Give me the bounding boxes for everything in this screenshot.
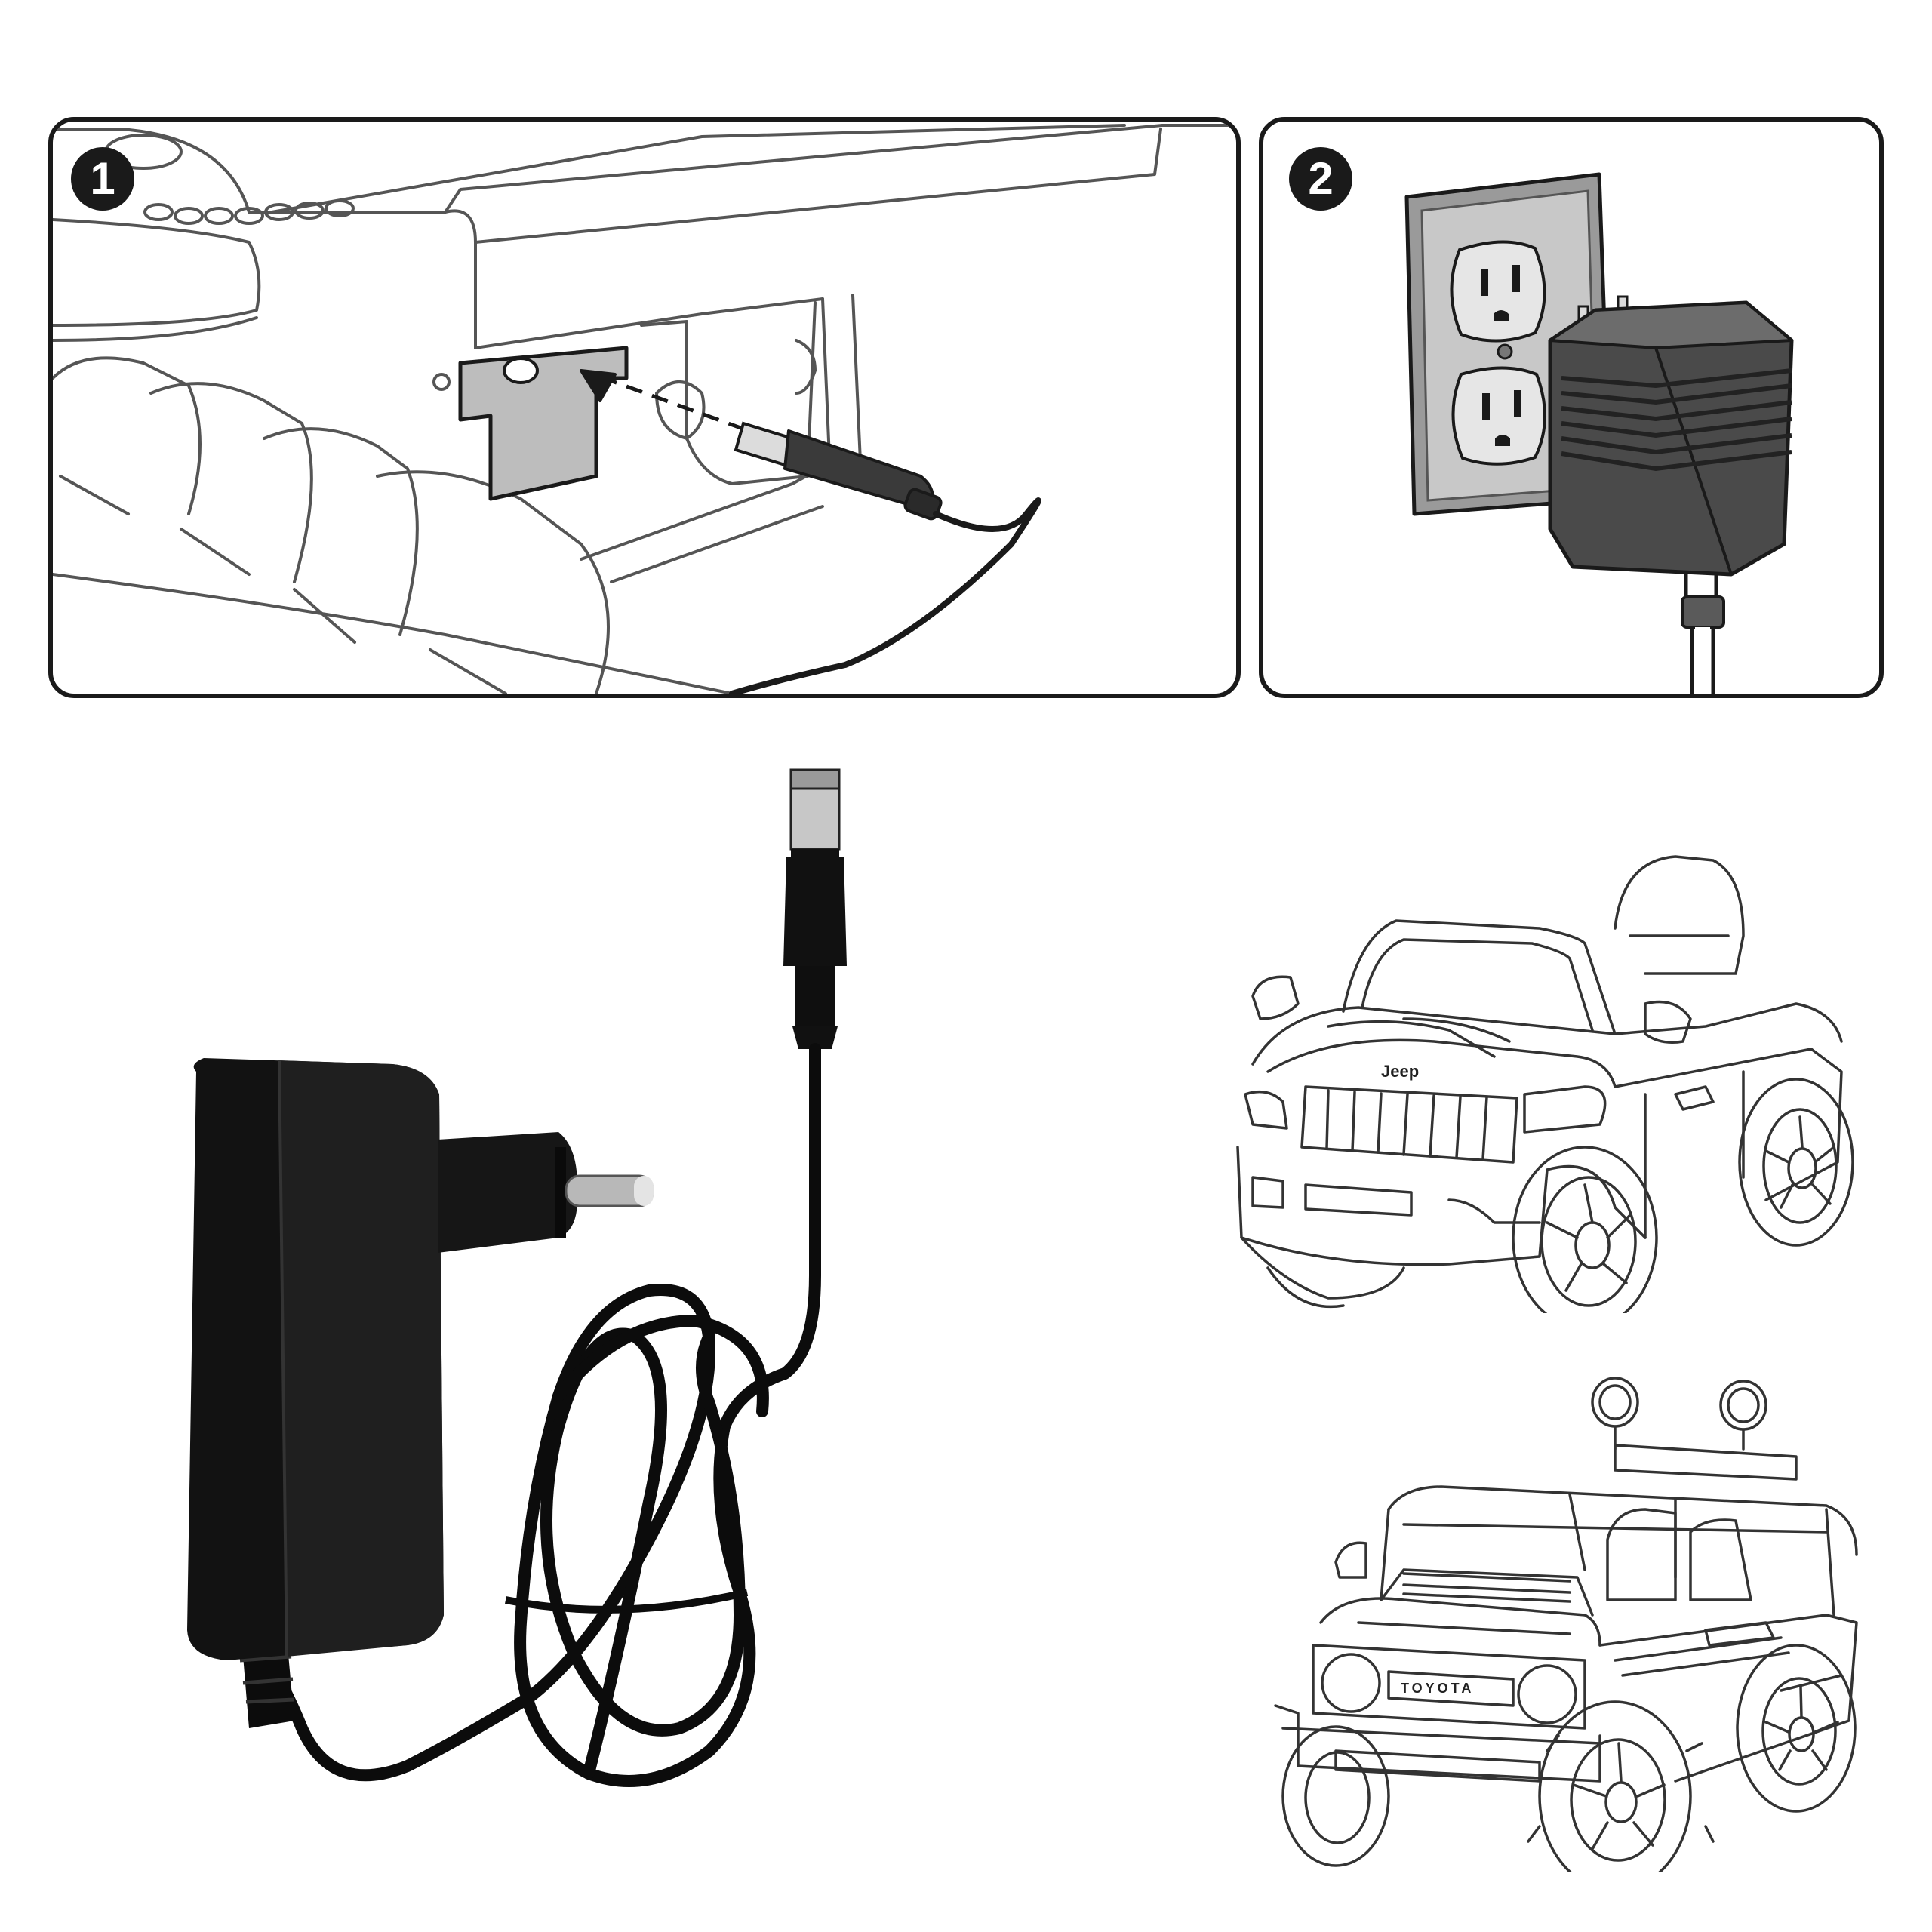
toyota-ride-on-car-icon: TOYOTA	[1274, 1377, 1858, 1872]
toyota-emblem: TOYOTA	[1401, 1681, 1474, 1696]
step-2-panel: 2	[1259, 117, 1884, 698]
jeep-emblem: Jeep	[1381, 1062, 1419, 1081]
power-adapter-icon	[187, 768, 847, 1787]
charging-port-icon	[53, 124, 1236, 694]
jeep-ride-on-car-icon: Jeep	[1236, 855, 1854, 1313]
step-2-badge: 2	[1289, 147, 1352, 211]
step-1-badge: 1	[71, 147, 134, 211]
wall-outlet-icon	[1404, 172, 1794, 694]
step-1-panel: 1	[48, 117, 1241, 698]
